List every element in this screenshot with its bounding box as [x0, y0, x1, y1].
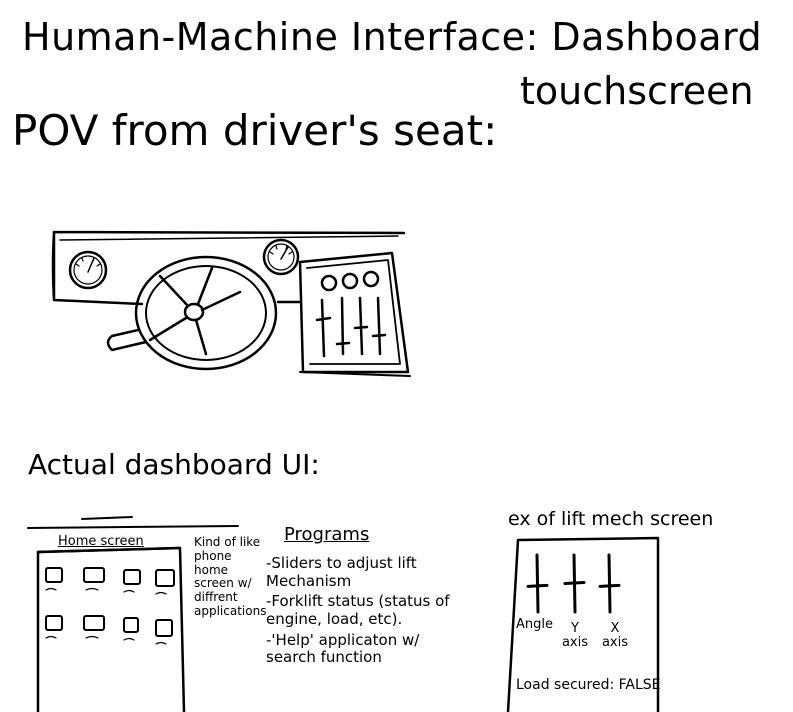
programs-item: -Forklift status (status of engine, load… [266, 592, 450, 629]
home-screen-note: Kind of like phone home screen w/ diffre… [194, 535, 267, 618]
steering-wheel-icon [134, 255, 278, 371]
dashboard-top-edge [59, 235, 399, 241]
dashboard-ui-heading: Actual dashboard UI: [28, 448, 320, 481]
app-icon [83, 567, 105, 583]
slider-handle[interactable] [526, 583, 549, 588]
programs-item: -'Help' applicaton w/ search function [266, 630, 420, 667]
app-icons [45, 567, 175, 645]
slider-label-x: X axis [601, 621, 629, 651]
app-icon [123, 569, 141, 585]
slider-handle[interactable] [598, 583, 621, 588]
home-screen-title: Home screen [58, 534, 144, 549]
load-status: Load secured: FALSE [516, 677, 661, 693]
title-line-2: touchscreen [520, 69, 754, 113]
app-icon [155, 619, 173, 637]
lift-sliders [526, 553, 621, 614]
pov-label: POV from driver's seat: [12, 106, 498, 155]
programs-item: -Sliders to adjust lift Mechanism [266, 554, 417, 590]
app-icon [83, 615, 105, 631]
console-touchscreen [298, 251, 411, 377]
slider-handle[interactable] [563, 581, 586, 585]
app-icon [45, 567, 63, 583]
left-gauge-icon [68, 250, 108, 290]
slider-label-y: Y axis [561, 621, 589, 651]
dashboard-outline [51, 230, 406, 306]
home-screen-frame [36, 546, 186, 712]
heading-underline [81, 516, 133, 520]
app-icon [123, 617, 139, 633]
lift-screen-title: ex of lift mech screen [508, 508, 714, 530]
lift-slider-labels: Angle Y axis X axis [516, 617, 656, 658]
title-line-1: Human-Machine Interface: Dashboard [22, 15, 763, 59]
programs-list: -Sliders to adjust lift Mechanism -Forkl… [266, 554, 471, 670]
home-screen-underline [27, 525, 239, 529]
app-icon [45, 615, 63, 631]
gear-stick-icon [106, 328, 148, 352]
app-icon [155, 569, 175, 587]
lift-screen-frame [506, 536, 660, 712]
slider-track[interactable] [535, 553, 540, 614]
slider-label-angle: Angle [516, 617, 553, 632]
slider-track[interactable] [607, 553, 612, 614]
right-gauge-icon [262, 238, 300, 276]
programs-title: Programs [284, 524, 370, 545]
